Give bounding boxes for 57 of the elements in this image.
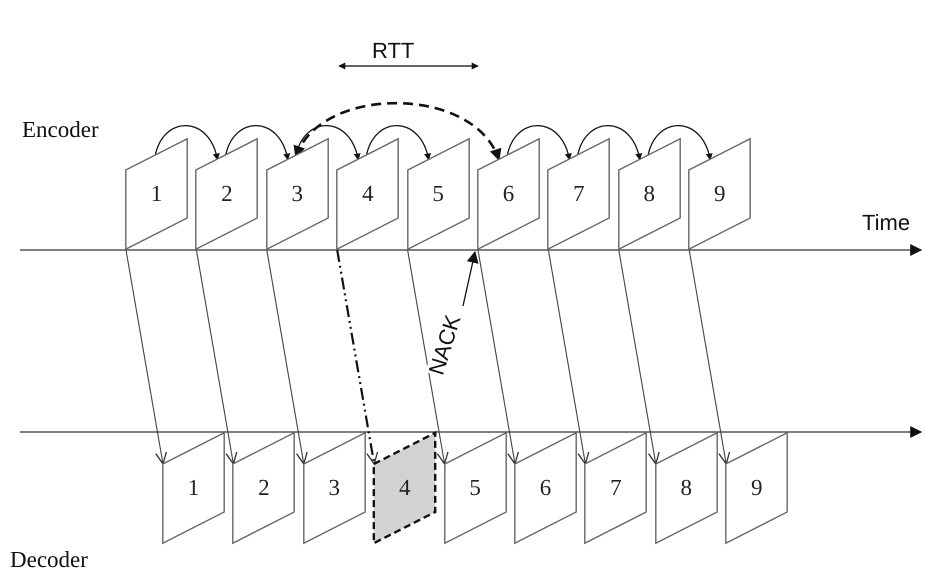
frame-number: 3	[290, 182, 304, 205]
video-frame	[618, 138, 681, 250]
video-frame	[302, 432, 366, 544]
frame-number: 5	[468, 476, 482, 499]
video-frame	[584, 432, 648, 544]
reference-arrow	[576, 125, 642, 160]
video-frame	[266, 138, 329, 250]
frame-number: 1	[186, 476, 200, 499]
reference-arrow	[224, 125, 290, 160]
reference-arrow	[647, 125, 712, 160]
dimension-label: RTT	[372, 40, 414, 62]
video-frame	[195, 138, 258, 250]
transmission-arrow	[336, 250, 378, 465]
video-frame	[547, 138, 610, 250]
transmission-arrow	[477, 250, 520, 465]
frame-number: 6	[502, 182, 516, 205]
axis-label: Time	[862, 212, 910, 234]
reference-arrow	[294, 102, 500, 161]
video-frame	[725, 432, 788, 544]
reference-arrow	[506, 125, 572, 160]
frame-number: 7	[572, 182, 586, 205]
video-frame	[477, 138, 540, 250]
reference-arrow	[154, 125, 220, 160]
frame-number: 3	[328, 476, 342, 499]
frame-number: 8	[642, 182, 656, 205]
row-label: Decoder	[10, 548, 88, 570]
video-frame	[162, 432, 225, 544]
transmission-arrow	[688, 250, 730, 465]
video-frame	[688, 138, 752, 250]
frame-number: 2	[220, 182, 234, 205]
video-frame	[514, 432, 577, 544]
video-frame	[406, 138, 470, 250]
transmission-arrow	[407, 250, 449, 465]
lost-video-frame	[373, 432, 436, 544]
video-frame	[444, 432, 507, 544]
video-frame	[336, 138, 400, 250]
feedback-arrow	[462, 250, 479, 306]
transmission-arrow	[196, 250, 238, 465]
transmission-arrow	[618, 250, 660, 465]
frame-number: 6	[538, 476, 552, 499]
frame-number: 8	[680, 476, 694, 499]
frame-number: 5	[431, 182, 445, 205]
frame-number: 7	[609, 476, 623, 499]
frame-number: 4	[398, 476, 412, 499]
frame-number: 2	[257, 476, 271, 499]
row-label: Encoder	[22, 118, 99, 141]
transmission-arrow	[125, 250, 168, 465]
transmission-arrow	[548, 250, 590, 465]
frame-number: 9	[750, 476, 764, 499]
frame-number: 1	[150, 182, 164, 205]
video-frame	[232, 432, 296, 544]
frame-number: 4	[360, 182, 374, 205]
reference-arrow	[366, 125, 430, 160]
frame-number: 9	[712, 182, 726, 205]
video-frame	[654, 432, 718, 544]
transmission-arrow	[266, 250, 308, 465]
video-frame	[125, 138, 188, 250]
